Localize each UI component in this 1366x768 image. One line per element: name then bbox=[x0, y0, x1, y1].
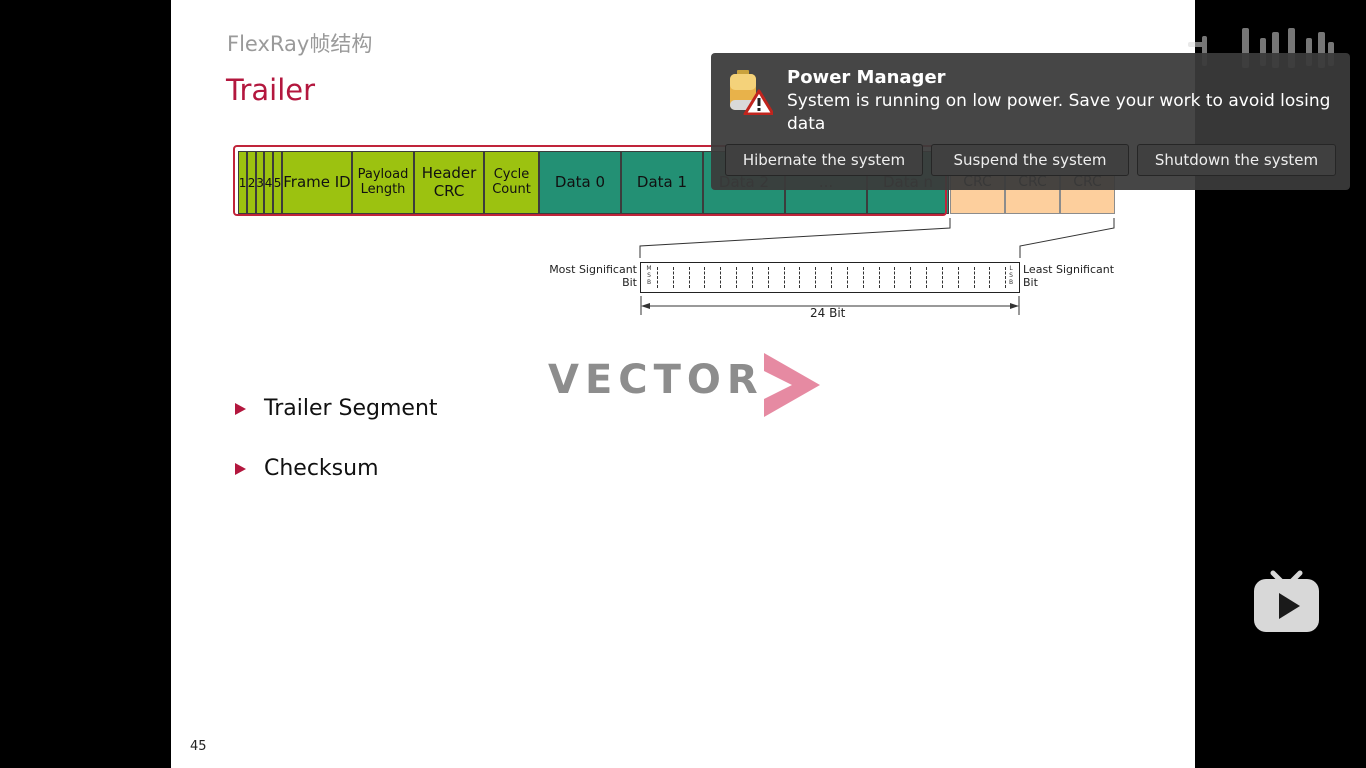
hibernate-button[interactable]: Hibernate the system bbox=[725, 144, 923, 176]
bit-divider bbox=[847, 267, 848, 288]
bit-divider bbox=[879, 267, 880, 288]
bit-divider bbox=[736, 267, 737, 288]
data-field: Data 0 bbox=[539, 151, 621, 214]
bit-width-label: 24 Bit bbox=[810, 306, 846, 320]
bit-divider bbox=[894, 267, 895, 288]
vector-chevron-icon bbox=[764, 353, 820, 417]
bit-divider bbox=[752, 267, 753, 288]
bit-divider bbox=[689, 267, 690, 288]
data-field: Data 1 bbox=[621, 151, 703, 214]
slide-subtitle: FlexRay帧结构 bbox=[227, 32, 373, 56]
bit-divider bbox=[942, 267, 943, 288]
bit-divider bbox=[657, 267, 658, 288]
bit-divider bbox=[815, 267, 816, 288]
header-crc-field: Header CRC bbox=[414, 151, 484, 214]
cycle-count-field: Cycle Count bbox=[484, 151, 539, 214]
battery-warning-icon bbox=[730, 70, 773, 115]
payload-length-field: Payload Length bbox=[352, 151, 414, 214]
shutdown-button[interactable]: Shutdown the system bbox=[1137, 144, 1336, 176]
bit-divider bbox=[958, 267, 959, 288]
bit-divider bbox=[768, 267, 769, 288]
indicator-bit: 4 bbox=[264, 151, 273, 214]
bit-divider bbox=[974, 267, 975, 288]
msb-marker: M S B bbox=[646, 265, 652, 286]
bit-divider bbox=[704, 267, 705, 288]
bullet-triangle-icon bbox=[235, 402, 246, 415]
bullet-item: Checksum bbox=[235, 456, 379, 481]
indicator-bit: 2 bbox=[247, 151, 256, 214]
notification-title: Power Manager bbox=[787, 67, 946, 88]
play-icon[interactable] bbox=[1253, 569, 1320, 633]
vector-logo: VECTOR bbox=[548, 353, 822, 417]
bit-divider bbox=[910, 267, 911, 288]
expansion-lines bbox=[639, 218, 1115, 315]
bit-divider bbox=[989, 267, 990, 288]
indicator-bit: 5 bbox=[273, 151, 282, 214]
crc-bitfield bbox=[640, 262, 1020, 293]
msb-label: Most Significant Bit bbox=[549, 263, 637, 289]
bit-divider bbox=[863, 267, 864, 288]
bullet-text: Trailer Segment bbox=[264, 396, 438, 421]
lsb-marker: L S B bbox=[1008, 265, 1014, 286]
slide-title: Trailer bbox=[226, 73, 316, 107]
bit-divider bbox=[926, 267, 927, 288]
vector-logo-text: VECTOR bbox=[548, 357, 764, 403]
frame-id-field: Frame ID bbox=[282, 151, 352, 214]
lsb-label: Least Significant Bit bbox=[1023, 263, 1115, 289]
indicator-bit: 3 bbox=[256, 151, 264, 214]
power-manager-notification: Power Manager System is running on low p… bbox=[711, 53, 1350, 190]
bit-divider bbox=[1005, 267, 1006, 288]
bit-divider bbox=[831, 267, 832, 288]
indicator-bit: 1 bbox=[238, 151, 247, 214]
bit-divider bbox=[720, 267, 721, 288]
bullet-text: Checksum bbox=[264, 456, 379, 481]
bullet-item: Trailer Segment bbox=[235, 396, 438, 421]
bit-divider bbox=[799, 267, 800, 288]
bit-divider bbox=[673, 267, 674, 288]
bit-divider bbox=[784, 267, 785, 288]
notification-message: System is running on low power. Save you… bbox=[787, 91, 1331, 134]
suspend-button[interactable]: Suspend the system bbox=[931, 144, 1129, 176]
page-number: 45 bbox=[190, 739, 207, 754]
bullet-triangle-icon bbox=[235, 462, 246, 475]
